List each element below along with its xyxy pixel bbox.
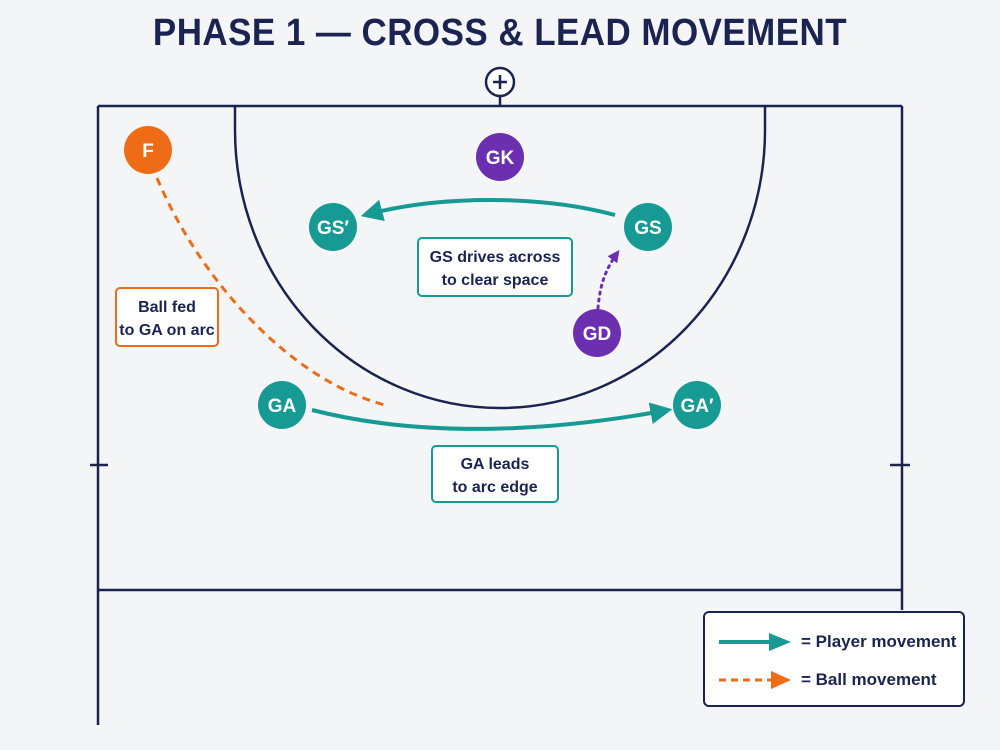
player-gd-label: GD	[583, 324, 612, 345]
note-ga-lead-line1: GA leads	[461, 456, 530, 473]
player-ga-label: GA	[268, 396, 297, 417]
legend-ball-movement-label: = Ball movement	[801, 670, 937, 689]
gs-drive-arrow	[360, 198, 616, 222]
player-ga-prime: GA′	[673, 381, 721, 429]
legend-player-movement-label: = Player movement	[801, 632, 957, 651]
goal-circle-arc	[233, 106, 767, 410]
player-gd: GD	[573, 309, 621, 357]
note-ball-fed: Ball fed to GA on arc	[115, 287, 219, 347]
player-ga-prime-label: GA′	[680, 396, 714, 417]
page-title: PHASE 1 — CROSS & LEAD MOVEMENT	[152, 12, 848, 54]
ball-path	[155, 177, 386, 407]
note-ga-lead-line2: to arc edge	[452, 479, 537, 496]
note-gs-drive-line2: to clear space	[442, 272, 549, 289]
player-gs-prime-label: GS′	[317, 218, 349, 239]
note-ball-fed-line2: to GA on arc	[119, 322, 215, 339]
legend-ball-movement: = Ball movement	[717, 668, 957, 692]
legend-player-movement: = Player movement	[717, 630, 957, 654]
goal-post-icon	[484, 66, 516, 106]
player-f: F	[124, 126, 172, 174]
player-f-label: F	[142, 141, 154, 162]
orange-dashed-arrow-icon	[719, 671, 791, 689]
ga-lead-arrow	[311, 402, 673, 431]
note-ball-fed-line1: Ball fed	[138, 299, 196, 316]
player-gs: GS	[624, 203, 672, 251]
player-gk: GK	[476, 133, 524, 181]
player-gs-prime: GS′	[309, 203, 357, 251]
legend: = Player movement = Ball movement	[703, 611, 965, 707]
player-gs-label: GS	[634, 218, 661, 239]
court-lines	[90, 104, 910, 725]
note-ga-lead: GA leads to arc edge	[431, 445, 559, 503]
note-gs-drive-line1: GS drives across	[430, 249, 561, 266]
teal-arrow-icon	[719, 633, 791, 651]
player-ga: GA	[258, 381, 306, 429]
player-gk-label: GK	[486, 148, 515, 169]
note-gs-drive: GS drives across to clear space	[417, 237, 573, 297]
gd-move-arrow	[596, 250, 620, 310]
